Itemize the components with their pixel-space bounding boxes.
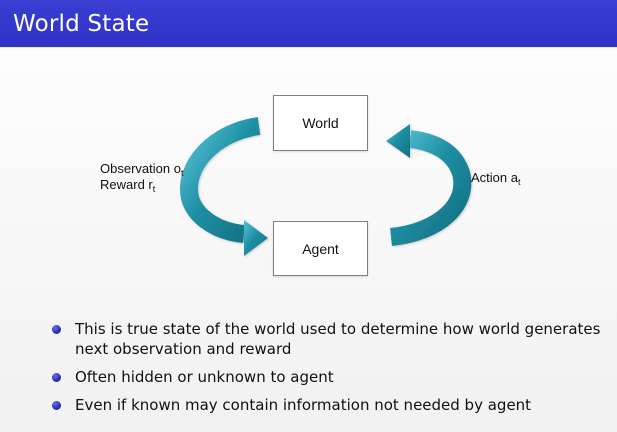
bullet-icon (52, 401, 61, 410)
bullet-item: Often hidden or unknown to agent (52, 367, 612, 387)
title-bar: World State (0, 0, 617, 47)
bullet-icon (52, 325, 61, 334)
observation-label: Observation ot (100, 161, 184, 178)
bullet-text: This is true state of the world used to … (75, 320, 601, 358)
reward-label: Reward rt (100, 177, 156, 194)
bullet-list: This is true state of the world used to … (52, 319, 612, 423)
observation-subscript: t (180, 168, 184, 178)
world-label: World (302, 115, 339, 131)
bullet-text: Often hidden or unknown to agent (75, 368, 334, 386)
bullet-item: This is true state of the world used to … (52, 319, 612, 359)
slide-title: World State (13, 11, 150, 37)
action-label: Action at (471, 170, 521, 187)
observation-arrow (180, 117, 268, 256)
reward-text: Reward r (100, 177, 153, 192)
action-arrow (386, 124, 472, 246)
observation-text: Observation o (100, 161, 181, 176)
bullet-item: Even if known may contain information no… (52, 395, 612, 415)
action-text: Action a (471, 170, 518, 185)
agent-box: Agent (273, 221, 368, 276)
agent-label: Agent (302, 240, 339, 257)
reward-subscript: t (152, 184, 156, 194)
action-subscript: t (517, 177, 521, 187)
bullet-icon (52, 373, 61, 382)
bullet-text: Even if known may contain information no… (75, 396, 532, 414)
world-box: World (273, 95, 368, 151)
